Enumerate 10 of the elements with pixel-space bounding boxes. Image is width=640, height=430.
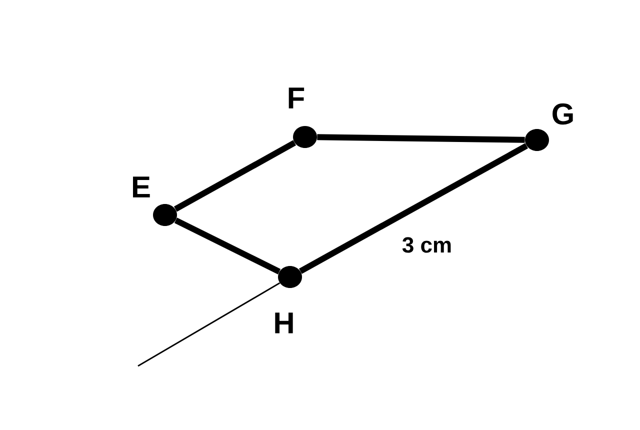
- line-segment: [174, 140, 296, 212]
- line-segment: [298, 143, 528, 274]
- line-segment: [317, 134, 525, 143]
- line-segment: [138, 282, 280, 367]
- edge-label: 3 cm: [400, 236, 454, 254]
- line-segment: [174, 218, 281, 274]
- point-label: E: [133, 176, 150, 198]
- point-label: G: [552, 103, 573, 125]
- point-label: F: [288, 88, 304, 108]
- point-label: H: [275, 312, 293, 334]
